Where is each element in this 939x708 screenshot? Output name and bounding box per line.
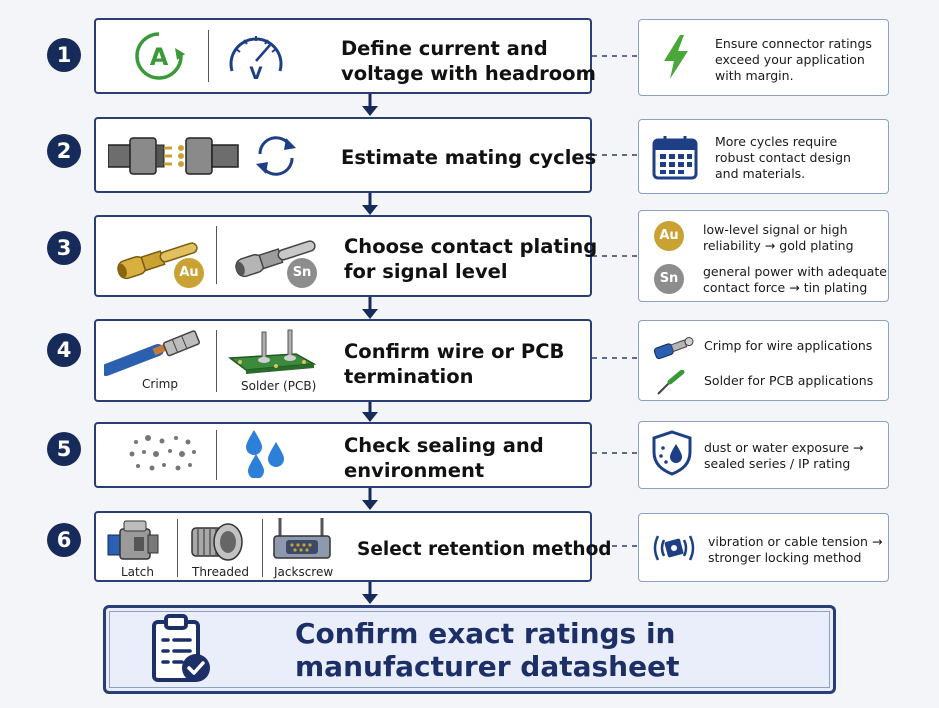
arrowhead-2 [362,205,378,215]
note-5-text: dust or water exposure → sealed series /… [704,440,864,471]
note-3-gold-text: low-level signal or high reliability → g… [703,222,854,253]
threaded-caption: Threaded [192,565,249,579]
step-6-title: Select retention method [357,539,612,560]
note-4-line1: Crimp for wire applications [704,338,873,353]
clipboard-check-icon [152,614,210,682]
step-3-badge: 3 [47,231,81,265]
voltmeter-gauge-icon: V [229,36,283,83]
note-3-tin-text: general power with adequate contact forc… [703,264,887,295]
step-6-divider-2 [262,519,263,577]
step-6-divider-1 [177,519,178,577]
step-2-title: Estimate mating cycles [341,146,597,169]
crimp-terminal-icon [653,337,694,360]
gold-contact-icon [117,242,198,280]
shield-drop-icon [652,430,692,476]
step-2-badge: 2 [47,134,81,168]
arrowhead-1 [362,106,378,116]
step-4-divider [216,330,217,392]
note-au-badge: Au [654,221,684,251]
water-drops-icon [246,430,284,478]
note-4-line2: Solder for PCB applications [704,373,874,388]
step-1-badge: 1 [47,38,81,72]
au-badge: Au [174,258,204,288]
vibration-icon [653,535,695,561]
svg-text:A: A [150,43,169,71]
step-4-badge: 4 [47,333,81,367]
crimp-caption: Crimp [142,377,178,391]
soldering-iron-icon [657,370,685,395]
arrowhead-5 [362,500,378,510]
step-6-badge: 6 [47,523,81,557]
arrowhead-6 [362,594,378,604]
arrowhead-4 [362,412,378,422]
ammeter-icon: A [135,32,185,80]
threaded-connector-icon [191,523,243,561]
sn-badge: Sn [287,258,317,288]
latch-connector-icon [107,520,159,560]
note-4-card [638,320,889,401]
svg-text:V: V [249,64,263,83]
jackscrew-caption: Jackscrew [274,565,334,579]
pcb-solder-icon [227,329,317,374]
note-6-text: vibration or cable tension → stronger lo… [708,534,883,565]
dust-particles-icon [129,435,196,471]
jackscrew-connector-icon [273,518,331,559]
step-2-card [94,117,592,193]
step-5-divider [216,430,217,480]
final-card [103,605,836,694]
lightning-icon [664,35,688,79]
note-sn-badge: Sn [654,264,684,294]
step-1-divider [208,30,209,82]
connector-pair-icon [108,137,239,175]
arrowhead-3 [362,309,378,319]
calendar-icon [652,136,698,180]
step-4-card [94,319,592,402]
step-3-divider [216,226,217,284]
crimp-wire-icon [104,330,200,376]
tin-contact-icon [235,240,316,278]
step-5-badge: 5 [47,432,81,466]
cycle-arrows-icon [256,136,296,176]
latch-caption: Latch [121,565,154,579]
step-5-card [94,422,592,488]
solder-caption: Solder (PCB) [241,379,317,393]
